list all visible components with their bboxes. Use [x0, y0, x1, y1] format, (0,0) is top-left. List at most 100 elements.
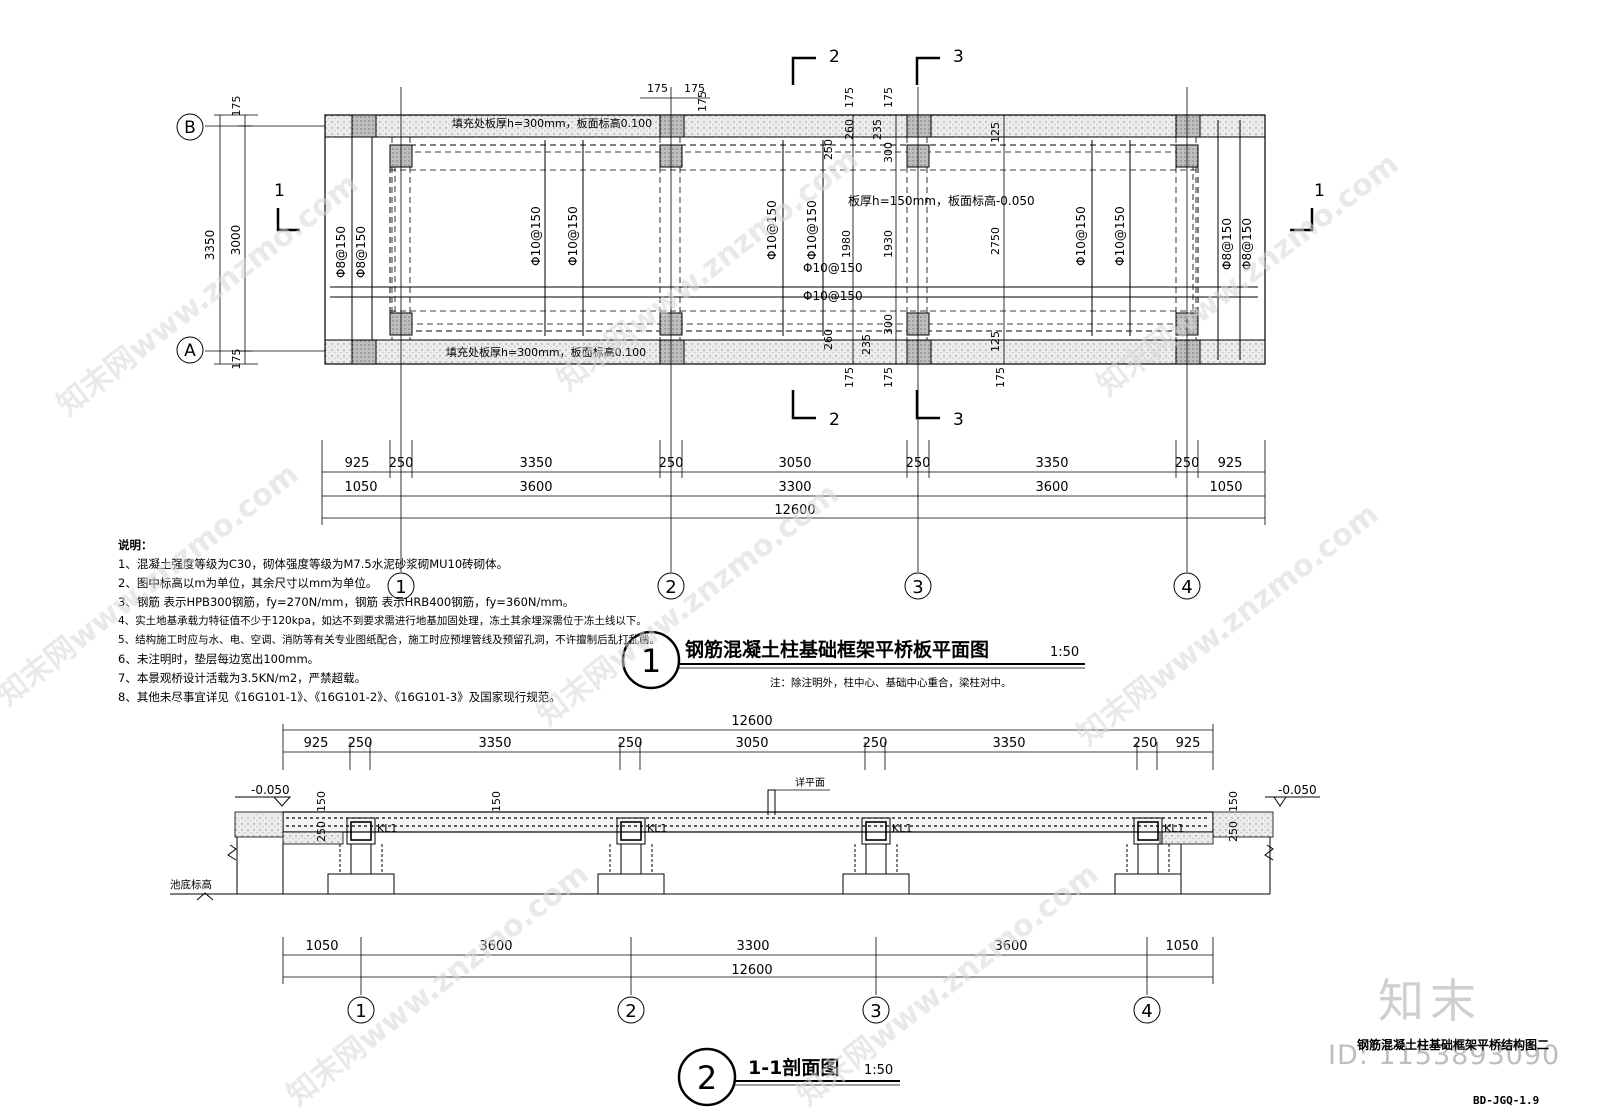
dim-left-total: 3350: [203, 230, 217, 261]
rebar-label: Φ10@150: [1113, 206, 1127, 266]
plan-dim-2-4: 3600: [1035, 480, 1068, 495]
vdim: 1980: [840, 230, 853, 258]
rebar-label: Φ10@150: [765, 200, 779, 260]
vdim: 175: [843, 87, 856, 108]
section-axis-1: 1: [355, 1001, 366, 1022]
vdim: 175: [882, 87, 895, 108]
plan-dim-2-1: 1050: [344, 480, 377, 495]
plan-title-number: 1: [641, 642, 661, 680]
section-scale: 1:50: [864, 1063, 893, 1078]
plan-dim-1-1: 925: [345, 456, 370, 471]
vdim: 175: [994, 367, 1007, 388]
vdim: 175: [882, 367, 895, 388]
dim-left-top: 175: [230, 96, 243, 117]
thick-label: 150: [1227, 791, 1240, 812]
dim-top-b: 175: [684, 82, 705, 95]
section-dim-1: 925: [304, 736, 329, 751]
vdim: 260: [843, 119, 856, 140]
plan-dim-2-2: 3600: [519, 480, 552, 495]
section-axis-3: 3: [870, 1001, 881, 1022]
rebar-label: Φ10@150: [1074, 206, 1088, 266]
note-item: 2、图中标高以m为单位，其余尺寸以mm为单位。: [118, 576, 378, 590]
note-item: 5、结构施工时应与水、电、空调、消防等有关专业图纸配合，施工时应预埋管线及预留孔…: [118, 634, 661, 646]
section-dim-b2: 3600: [479, 939, 512, 954]
vdim: 125: [989, 331, 1002, 352]
slab-note-bottom: 填充处板厚h=300mm，板面标高0.100: [446, 345, 646, 359]
image-id: ID: 1153893090: [1328, 1040, 1561, 1071]
plan-dim-2-5: 1050: [1209, 480, 1242, 495]
plan-dim-1-4: 250: [659, 456, 684, 471]
brand-logo: 知末: [1378, 974, 1482, 1028]
vdim: 235: [860, 334, 873, 355]
beam-label: KL1: [1164, 822, 1184, 835]
section-dim-b3: 3300: [736, 939, 769, 954]
axis-a-bubble: [176, 336, 204, 364]
rebar-label: Φ8@150: [1220, 218, 1234, 270]
plan-title: 钢筋混凝土柱基础框架平桥板平面图: [685, 638, 989, 661]
rebar-label: Φ8@150: [354, 226, 368, 278]
thick-label: 150: [490, 791, 503, 812]
vdim: 260: [822, 329, 835, 350]
slab-note-top: 填充处板厚h=300mm，板面标高0.100: [452, 116, 652, 130]
beam-label: KL1: [647, 822, 667, 835]
axis-1-label: 1: [395, 577, 406, 598]
pool-bottom-label: 池底标高: [170, 878, 212, 891]
section-dim-4: 250: [618, 736, 643, 751]
rebar-label: Φ10@150: [566, 206, 580, 266]
plan-dim-total: 12600: [774, 503, 815, 518]
rebar-label: Φ10@150: [803, 289, 863, 303]
note-item: 1、混凝土强度等级为C30，砌体强度等级为M7.5水泥砂浆砌MU10砖砌体。: [118, 557, 509, 571]
section-slab: [282, 811, 1214, 833]
detail-label: 详平面: [795, 776, 825, 789]
section-mark-1-left: 1: [274, 181, 285, 201]
slab-outline: [324, 114, 1266, 365]
plan-dim-1-6: 250: [906, 456, 931, 471]
vdim: 300: [882, 314, 895, 335]
section-dim-total: 12600: [731, 714, 772, 729]
note-item: 3、钢筋 表示HPB300钢筋，fy=270N/mm，钢筋 表示HRB400钢筋…: [118, 595, 575, 609]
section-mark-1-right: 1: [1314, 181, 1325, 201]
plan-dim-2-3: 3300: [778, 480, 811, 495]
rebar-label: Φ8@150: [1240, 218, 1254, 270]
section-axis-4: 4: [1141, 1001, 1152, 1022]
vdim: 1930: [882, 230, 895, 258]
dim-top-a: 175: [647, 82, 668, 95]
sheet-title: 钢筋混凝土柱基础框架平桥结构图二: [1357, 1038, 1550, 1052]
note-item: 7、本景观桥设计活载为3.5KN/m2，严禁超载。: [118, 671, 367, 685]
section-dim-2: 250: [348, 736, 373, 751]
axis-a-label: A: [184, 341, 196, 361]
section-dim-b5: 1050: [1165, 939, 1198, 954]
section-title-number: 2: [697, 1059, 717, 1097]
vdim: 175: [843, 367, 856, 388]
section-dim-5: 3050: [735, 736, 768, 751]
note-item: 8、其他未尽事宜详见《16G101-1》、《16G101-2》、《16G101-…: [118, 690, 561, 704]
thick-label: 150: [315, 791, 328, 812]
plan-dim-1-2: 250: [389, 456, 414, 471]
bottom-infill-strip: [324, 339, 1266, 365]
sheet-number: BD-JGQ-1.9: [1473, 1094, 1540, 1107]
plan-dim-1-8: 250: [1175, 456, 1200, 471]
plan-scale: 1:50: [1050, 645, 1079, 660]
plan-dim-1-7: 3350: [1035, 456, 1068, 471]
section-dim-3: 3350: [478, 736, 511, 751]
dim-left-bottom: 175: [230, 349, 243, 370]
rebar-label: Φ8@150: [334, 226, 348, 278]
vdim: 250: [822, 139, 835, 160]
plan-dim-1-9: 925: [1218, 456, 1243, 471]
plan-note: 注：除注明外，柱中心、基础中心重合，梁柱对中。: [770, 676, 1012, 689]
plan-dim-1-3: 3350: [519, 456, 552, 471]
section-dim-9: 925: [1176, 736, 1201, 751]
section-dim-8: 250: [1133, 736, 1158, 751]
section-dim-6: 250: [863, 736, 888, 751]
section-dim-b4: 3600: [994, 939, 1027, 954]
note-item: 4、实土地基承载力特征值不少于120kpa，如达不到要求需进行地基加固处理，冻土…: [118, 615, 647, 627]
section-axis-2: 2: [625, 1001, 636, 1022]
vdim: 2750: [989, 227, 1002, 255]
beam-label: KL1: [892, 822, 912, 835]
dim-top-c: 175: [696, 91, 709, 112]
section-mark-3-top: 3: [953, 47, 964, 67]
section-mark-2-top: 2: [829, 47, 840, 67]
vdim: 300: [882, 142, 895, 163]
rebar-label: Φ10@150: [529, 206, 543, 266]
